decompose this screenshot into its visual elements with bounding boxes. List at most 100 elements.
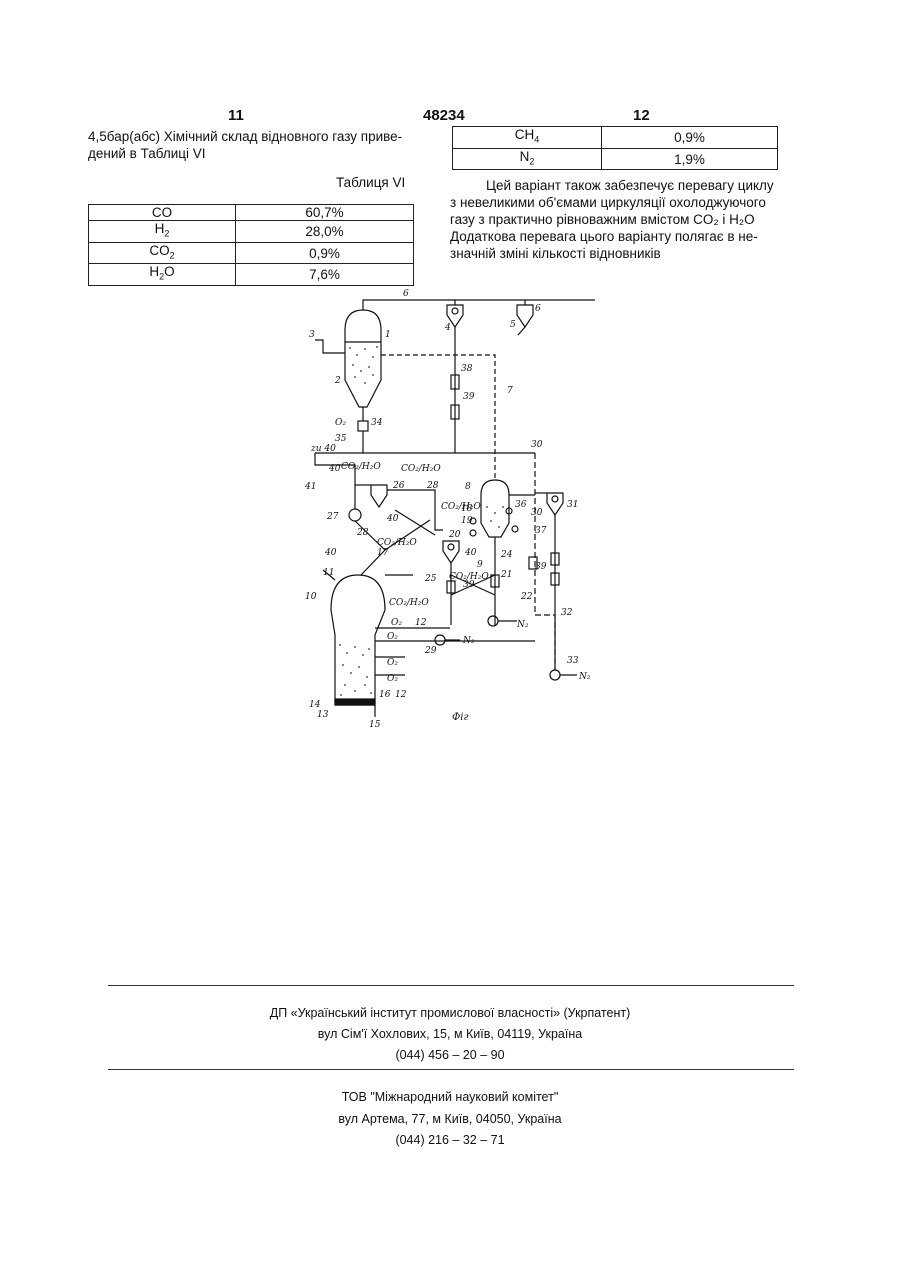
svg-text:CO₂/H₂O: CO₂/H₂O [389, 598, 429, 608]
svg-text:N₂: N₂ [516, 620, 529, 630]
svg-text:13: 13 [317, 710, 329, 720]
table-cell-label: N2 [453, 148, 602, 170]
svg-text:40: 40 [324, 548, 337, 558]
svg-text:28: 28 [426, 481, 439, 491]
svg-text:O₂: O₂ [387, 632, 398, 642]
svg-text:33: 33 [567, 656, 579, 666]
svg-text:40: 40 [328, 464, 341, 474]
table-row: N2 1,9% [453, 148, 778, 170]
footer-org2-phone: (044) 216 – 32 – 71 [0, 1133, 900, 1147]
page-number-left: 11 [228, 107, 244, 124]
svg-text:CO₂/H₂O: CO₂/H₂O [341, 462, 381, 472]
svg-text:34: 34 [371, 418, 383, 428]
footer-org2-address: вул Артема, 77, м Київ, 04050, Україна [0, 1112, 900, 1126]
svg-text:26: 26 [392, 481, 405, 491]
svg-text:38: 38 [461, 364, 473, 374]
svg-text:N₂: N₂ [578, 672, 591, 682]
svg-text:41: 41 [304, 482, 316, 492]
svg-text:16: 16 [379, 690, 391, 700]
svg-text:14: 14 [309, 700, 321, 710]
svg-text:8: 8 [465, 482, 471, 492]
svg-text:24: 24 [500, 550, 513, 560]
right-paragraph-line: газу з практично рівноважним вмістом CO₂… [450, 211, 790, 228]
svg-text:29: 29 [424, 646, 437, 656]
valve-34 [358, 421, 368, 431]
table-cell-label: CH4 [453, 127, 602, 149]
footer-org1-phone: (044) 456 – 20 – 90 [0, 1048, 900, 1062]
svg-text:11: 11 [323, 568, 334, 578]
svg-text:CO₂/H₂O: CO₂/H₂O [441, 502, 481, 512]
svg-text:35: 35 [335, 434, 347, 444]
footer-org1-name: ДП «Український інститут промислової вла… [0, 1006, 900, 1020]
svg-text:CO₂/H₂O: CO₂/H₂O [377, 538, 417, 548]
svg-text:CO₂/H₂O: CO₂/H₂O [449, 572, 489, 582]
table-row: CH4 0,9% [453, 127, 778, 149]
svg-text:4: 4 [444, 323, 451, 333]
svg-text:O₂: O₂ [387, 658, 398, 668]
svg-text:36: 36 [515, 500, 527, 510]
svg-text:12: 12 [395, 690, 407, 700]
svg-text:27: 27 [326, 512, 339, 522]
table-cell-value: 60,7% [236, 205, 414, 221]
svg-text:25: 25 [424, 574, 437, 584]
svg-text:zu 40: zu 40 [310, 444, 336, 454]
table-cell-value: 28,0% [236, 221, 414, 243]
svg-text:37: 37 [535, 526, 547, 536]
table-cell-value: 1,9% [602, 148, 778, 170]
left-paragraph-line: дений в Таблиці VI [88, 145, 428, 162]
fluid-bed-reactor-8 [481, 480, 509, 537]
right-paragraph-line: Додаткова перевага цього варіанту поляга… [450, 228, 790, 245]
svg-text:3: 3 [309, 330, 315, 340]
patent-number: 48234 [423, 107, 465, 124]
right-paragraph-line: з невеликими об'ємами циркуляції охолодж… [450, 194, 790, 211]
pipe-6 [363, 300, 455, 310]
table-row: H2O 7,6% [89, 264, 414, 286]
svg-text:30: 30 [531, 508, 543, 518]
svg-text:19: 19 [461, 516, 473, 526]
svg-text:O₂: O₂ [335, 418, 346, 428]
table-row: CO 60,7% [89, 205, 414, 221]
svg-text:6: 6 [535, 304, 541, 314]
right-paragraph-line: значній зміні кількості відновників [450, 245, 790, 262]
left-paragraph: 4,5бар(абс) Хімічний склад відновного га… [88, 128, 428, 162]
table-vi: CO 60,7% H2 28,0% CO2 0,9% H2O 7,6% [88, 204, 414, 286]
svg-text:6: 6 [403, 289, 409, 299]
svg-text:9: 9 [477, 560, 483, 570]
svg-text:10: 10 [305, 592, 317, 602]
svg-text:22: 22 [520, 592, 533, 602]
svg-text:21: 21 [500, 570, 512, 580]
page-number-right: 12 [633, 107, 650, 124]
left-paragraph-line: 4,5бар(абс) Хімічний склад відновного га… [88, 128, 428, 145]
table-cell-value: 0,9% [236, 242, 414, 264]
right-composition-table: CH4 0,9% N2 1,9% [452, 126, 778, 170]
footer-org1-address: вул Сім'ї Хохлових, 15, м Київ, 04119, У… [0, 1027, 900, 1041]
svg-text:O₂: O₂ [387, 674, 398, 684]
svg-text:12: 12 [415, 618, 427, 628]
table-row: CO2 0,9% [89, 242, 414, 264]
svg-text:28: 28 [356, 528, 369, 538]
svg-text:40: 40 [386, 514, 399, 524]
table-cell-value: 0,9% [602, 127, 778, 149]
footer-org2-name: ТОВ "Міжнародний науковий комітет" [0, 1090, 900, 1104]
table-row: H2 28,0% [89, 221, 414, 243]
footer-divider [108, 1069, 794, 1070]
svg-text:CO₂/H₂O: CO₂/H₂O [401, 464, 441, 474]
table-cell-label: H2 [89, 221, 236, 243]
table-caption: Таблиця VI [336, 175, 405, 190]
svg-text:17: 17 [377, 548, 389, 558]
svg-text:31: 31 [567, 500, 578, 510]
table-cell-label: H2O [89, 264, 236, 286]
svg-text:20: 20 [448, 530, 461, 540]
heat-exchanger-n2 [488, 616, 498, 626]
footer-divider [108, 985, 794, 986]
cyclone-26 [371, 485, 387, 507]
process-flow-diagram: 1 2 3 4 5 6 6 7 8 9 10 11 12 12 13 14 15… [295, 285, 605, 735]
figure-caption: Фіг [452, 712, 469, 723]
svg-text:1: 1 [385, 330, 391, 340]
table-cell-label: CO [89, 205, 236, 221]
table-cell-value: 7,6% [236, 264, 414, 286]
melter-gasifier-10 [331, 575, 385, 705]
heat-exchanger-29 [435, 635, 445, 645]
svg-text:N₂: N₂ [462, 636, 475, 646]
compressor-27 [349, 509, 361, 521]
